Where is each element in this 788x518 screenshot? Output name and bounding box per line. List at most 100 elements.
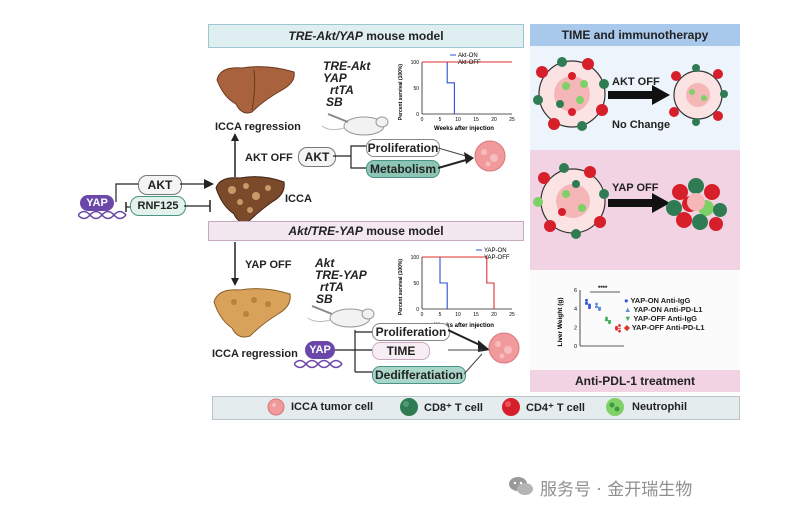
gene-label-akt: Akt <box>315 256 335 270</box>
yap-plot-x-tick-label: 5 <box>439 312 442 318</box>
yap-plot-x-tick-label: 15 <box>473 312 479 318</box>
yap-off-right-arrow <box>608 193 670 213</box>
akt-plot-y-tick-label: 100 <box>411 60 420 66</box>
gene-label-sb-bottom: SB <box>316 292 333 306</box>
icca-label: ICCA <box>285 193 312 205</box>
akt-plot-legend-off: Akt-OFF <box>458 60 481 66</box>
liver-plot-point <box>618 324 621 327</box>
gene-label-tre-akt: TRE-Akt <box>323 59 371 73</box>
dedifferentiation-pill: Dedifferatiation <box>372 366 466 384</box>
liver-plot-point <box>598 307 601 311</box>
liver-weight-plot: Liver Weight (g) 0 2 4 6 **** <box>557 286 624 350</box>
anti-pdl1-label: Anti-PDL-1 treatment <box>574 374 695 388</box>
yap-branch-lines <box>335 330 375 373</box>
yap-off-label-bottom: YAP OFF <box>245 259 292 271</box>
regression-liver-bottom-illustration <box>213 288 291 338</box>
proliferation-pill-bottom: Proliferation <box>372 323 450 341</box>
akt-pill-top: AKT <box>298 147 336 167</box>
cd8-legend-label: CD8⁺ T cell <box>424 402 483 414</box>
gene-label-yap: YAP <box>323 71 347 85</box>
akt-to-icca-arrow <box>180 179 214 189</box>
akt-plot-legend-on: Akt-ON <box>458 53 478 59</box>
yap-plot-ylabel: Percent survival (100%) <box>398 259 404 315</box>
proliferation-pill-top: Proliferation <box>366 139 440 157</box>
liver-plot-legend: ● YAP-ON Anti-IgG ▲ YAP-ON Anti-PD-L1 ▼ … <box>624 296 705 332</box>
cell-legend-bar <box>212 396 740 420</box>
anti-pdl1-bar: Anti-PDL-1 treatment <box>530 370 740 392</box>
bottom-panel-title-rest: mouse model <box>362 224 444 238</box>
akt-plot-y-tick-label: 0 <box>416 112 419 118</box>
liver-plot-point <box>595 302 598 306</box>
tumor-cell-legend-label: ICCA tumor cell <box>291 401 374 413</box>
liver-legend-item-2: ▲ YAP-ON Anti-PD-L1 <box>624 305 703 314</box>
akt-branch-lines <box>333 145 369 169</box>
liver-plot-y-tick-label: 0 <box>574 344 577 350</box>
liver-legend-item-4: ◆ YAP-OFF Anti-PD-L1 <box>624 323 705 332</box>
right-panel-title-bar: TIME and immunotherapy <box>530 24 740 46</box>
akt-plot-x-tick-label: 0 <box>421 117 424 123</box>
icca-liver-illustration <box>215 176 285 223</box>
liver-plot-point <box>608 320 611 324</box>
metabolism-to-tumor-arrows <box>438 147 474 169</box>
rnf125-pill: RNF125 <box>130 196 186 216</box>
time-cluster-akt-before <box>533 57 609 131</box>
bottom-to-tumor-arrows <box>448 329 490 375</box>
icca-regression-top-label: ICCA regression <box>215 121 301 133</box>
akt-plot-ylabel: Percent survival (100%) <box>398 64 404 120</box>
neutrophil-legend-icon <box>606 398 624 416</box>
akt-plot-xlabel: Weeks after injection <box>434 126 494 132</box>
bottom-panel-title-bar: Akt/TRE-YAP mouse model <box>208 221 524 241</box>
tumor-cell-bottom <box>488 332 520 364</box>
akt-plot-series-line-0 <box>422 61 455 114</box>
yap-plot-y-tick-label: 0 <box>416 307 419 313</box>
yap-plot-xlabel: Weeks after injection <box>434 323 494 329</box>
yap-pill-bottom: YAP <box>305 341 335 359</box>
yap-off-right-label: YAP OFF <box>612 182 659 194</box>
time-cluster-yap-before <box>533 163 609 239</box>
neutrophil-legend-label: Neutrophil <box>632 401 687 413</box>
top-panel-title-rest: mouse model <box>362 29 444 43</box>
liver-plot-point <box>585 298 588 302</box>
rnf125-inhibition-line <box>184 200 211 212</box>
liver-plot-point <box>585 301 588 305</box>
yap-plot-y-tick-label: 100 <box>411 255 420 261</box>
akt-off-right-arrow <box>608 85 670 105</box>
tumor-cell-top <box>474 140 506 172</box>
dna-helix-left <box>78 210 127 220</box>
yap-off-arrow <box>231 242 239 286</box>
akt-plot-y-tick-label: 50 <box>413 86 419 92</box>
yap-plot-x-tick-label: 0 <box>421 312 424 318</box>
liver-plot-point <box>605 316 608 320</box>
yap-plot-y-tick-label: 50 <box>413 281 419 287</box>
liver-plot-y-tick-label: 6 <box>574 288 577 294</box>
liver-plot-significance: **** <box>598 286 608 292</box>
cd4-legend-icon <box>502 398 520 416</box>
liver-plot-y-tick-label: 4 <box>574 307 577 313</box>
liver-plot-y-tick-label: 2 <box>574 325 577 331</box>
icca-regression-bottom-label: ICCA regression <box>212 348 298 360</box>
gene-label-rtta: rtTA <box>330 83 354 97</box>
gene-label-tre-yap: TRE-YAP <box>315 268 367 282</box>
no-change-label: No Change <box>612 119 671 131</box>
liver-plot-point <box>618 329 621 333</box>
yap-plot-x-tick-label: 10 <box>455 312 461 318</box>
yap-plot-series-line-1 <box>422 256 495 309</box>
liver-plot-point <box>588 306 591 310</box>
liver-legend-item-3: ▼ YAP-OFF Anti-IgG <box>624 314 697 323</box>
mouse-top-illustration <box>321 113 389 136</box>
healthy-liver-top-illustration <box>216 66 295 114</box>
time-cluster-akt-after <box>669 64 728 126</box>
top-panel-title-italic: TRE-Akt/YAP <box>288 29 363 43</box>
cd4-legend-label: CD4⁺ T cell <box>526 402 585 414</box>
time-pill: TIME <box>372 342 430 360</box>
akt-off-arrow <box>231 133 239 177</box>
gene-label-sb: SB <box>326 95 343 109</box>
yap-plot-x-tick-label: 25 <box>509 312 515 318</box>
akt-plot-x-tick-label: 25 <box>509 117 515 123</box>
liver-plot-ylabel: Liver Weight (g) <box>557 298 564 347</box>
akt-off-right-label: AKT OFF <box>612 76 660 88</box>
metabolism-pill: Metabolism <box>366 160 440 178</box>
wechat-icon <box>509 477 533 495</box>
